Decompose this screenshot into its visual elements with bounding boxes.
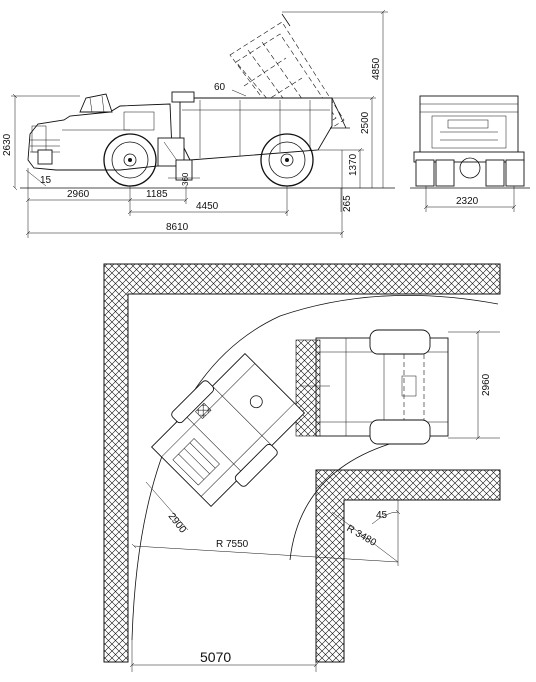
outer-sweep-arc [131,294,499,641]
dim-tunnel-span-line [129,640,319,672]
dim-front-overhang: 2960 [67,189,90,200]
rear-wheel [260,133,314,187]
dim-lower-height: 1370 [348,153,359,176]
dim-wheelbase: 4450 [196,201,219,212]
dim-inner-radius: R 3480 [345,523,379,549]
side-view: 2630 15 2960 1185 4450 8610 360 [2,9,395,238]
dim-body-height: 2500 [360,111,371,134]
dim-outer-radius: R 7550 [216,539,249,550]
inner-sweep-arc [289,441,397,561]
dim-vertical-right [282,9,388,188]
dim-overall-length: 8610 [166,222,189,233]
front-wheel [103,133,157,187]
turn-rear-unit [300,329,449,445]
dim-horizontal-lines [25,150,345,238]
dim-dump-angle: 60 [214,82,226,93]
dim-tunnel-width-line [475,329,481,441]
turning-view: 2960 2900 R 7550 R 3480 45 5070 [103,263,501,672]
dim-height-line [11,93,80,191]
dim-angle-front: 15 [40,175,52,186]
dim-axle: 360 [181,172,190,186]
dim-hinge: 1185 [146,189,168,200]
dim-tunnel-width: 2960 [481,373,492,396]
dim-tunnel-span: 5070 [200,649,231,665]
outer-wall [103,263,501,663]
articulation-joint [295,339,321,437]
dim-angle: 45 [376,510,388,521]
rear-view: 2320 [410,95,530,212]
tractor-unit [27,93,200,181]
inner-wall [315,469,501,663]
dim-tipped-height: 4850 [371,57,382,80]
dim-clearance: 265 [342,195,353,212]
turn-front-unit [150,352,306,508]
dim-cab-width: 2900 [166,511,189,536]
dim-width: 2320 [456,196,479,207]
dim-height: 2630 [2,133,13,156]
